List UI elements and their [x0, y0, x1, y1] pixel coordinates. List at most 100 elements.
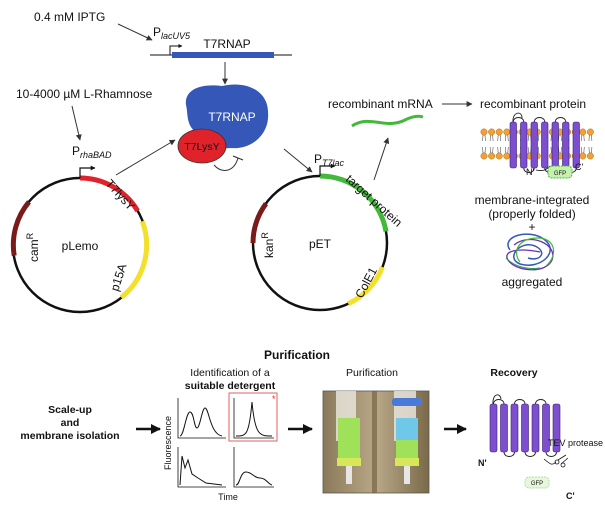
- lipid-tail: [505, 146, 507, 154]
- lipid-tail: [550, 134, 552, 142]
- lipid-tail: [537, 146, 539, 154]
- membrane-c-term: C': [575, 162, 583, 172]
- lipid-tail: [588, 134, 590, 142]
- t7rnap-to-pet-arrow: [283, 148, 313, 173]
- tm-loop: [554, 117, 567, 123]
- tm-helix: [531, 403, 540, 453]
- pet-promoter-arrow: [319, 163, 336, 176]
- tm-helix: [551, 121, 559, 169]
- lipid-head: [586, 128, 594, 136]
- lipid-head: [503, 152, 511, 160]
- column-1-resin: [338, 418, 360, 458]
- lipid-head: [488, 152, 496, 160]
- tm-helix: [510, 403, 519, 453]
- fsec-p2-axes: [233, 398, 274, 439]
- n-term-loop: [512, 112, 523, 123]
- tm-loop: [512, 117, 525, 123]
- fsec-p1-trace: [179, 407, 223, 437]
- step4-label: Recovery: [490, 367, 537, 379]
- recovery-c-term: C': [566, 491, 575, 501]
- pet-kan-gene: [250, 202, 269, 244]
- rhamnose-label: 10-4000 µM L-Rhamnose: [16, 87, 153, 101]
- lipid-tail: [560, 134, 562, 142]
- pet-name: pET: [309, 237, 332, 251]
- tm-loop: [493, 399, 505, 405]
- tm-helix: [572, 121, 580, 169]
- column-2-clamp: [392, 398, 422, 406]
- tm-helix: [521, 403, 529, 453]
- lipid-tail: [484, 134, 486, 142]
- column-1-cap: [337, 458, 361, 466]
- gfp-label: GFP: [554, 171, 566, 177]
- plemo-t7lysy-gene: [79, 175, 140, 213]
- lipid-tail: [588, 146, 590, 154]
- lipid-tail: [550, 146, 552, 154]
- tm-helix: [562, 121, 570, 169]
- t7rnap-gene-bar: [172, 52, 274, 58]
- lipid-tail: [591, 146, 593, 154]
- lipid-tail: [583, 146, 585, 154]
- tm-loop: [535, 399, 547, 405]
- column-1-stopcock: [346, 466, 352, 484]
- fsec-p3-axes: [177, 447, 226, 488]
- lipid-head: [503, 128, 511, 136]
- lipid-tail: [499, 134, 501, 142]
- fsec-star: *: [272, 394, 276, 404]
- promoter-lacuv5-label: PlacUV5: [153, 25, 191, 41]
- recovered-protein: [489, 394, 561, 457]
- inhibition-arc: [213, 157, 239, 171]
- aggregate-scribble: [505, 233, 555, 271]
- plemo-name: pLemo: [62, 239, 99, 253]
- fsec-p3-trace: [179, 455, 223, 486]
- step1-line3: membrane isolation: [20, 430, 119, 442]
- pet-to-mrna-arrow: [373, 137, 390, 181]
- plemo-p15a-label: p15A: [108, 262, 130, 293]
- step2-line1: Identification of a: [190, 367, 270, 379]
- tm-loop: [523, 167, 535, 173]
- plemo-cam-label: camR: [25, 232, 41, 262]
- tm-helix: [552, 403, 561, 453]
- lipid-tail: [497, 146, 499, 154]
- mrna-strand: [351, 114, 424, 128]
- plemo-plasmid: pLemo T7lysY p15A camR: [10, 165, 150, 314]
- tm-loop: [524, 451, 536, 457]
- lipid-tail: [489, 134, 491, 142]
- t7lysy-protein-label: T7LysY: [184, 141, 219, 153]
- fsec-ylabel: Fluorescence: [163, 416, 173, 470]
- plemo-t7lysy-label: T7lysY: [103, 177, 138, 214]
- tm-helix: [500, 403, 508, 453]
- plemo-to-lysy-arrow: [115, 139, 176, 176]
- tm-loop: [533, 117, 546, 123]
- lipid-head: [579, 128, 587, 136]
- step1-line2: and: [61, 417, 80, 429]
- lipid-head: [488, 128, 496, 136]
- iptg-label: 0.4 mM IPTG: [34, 10, 105, 24]
- tm-helix: [509, 121, 517, 169]
- pet-plasmid: pET target protein ColE1 kanR: [250, 163, 405, 312]
- lipid-tail: [482, 134, 484, 142]
- lipid-head: [579, 152, 587, 160]
- tm-loop: [545, 451, 557, 457]
- recombinant-mrna-label: recombinant mRNA: [328, 97, 433, 111]
- membrane-protein: [509, 112, 580, 173]
- stand-rod: [372, 391, 377, 493]
- lipid-tail: [489, 146, 491, 154]
- step2-line2: suitable detergent: [185, 380, 276, 392]
- tm-helix: [489, 403, 498, 453]
- lipid-tail: [581, 146, 583, 154]
- lipid-head: [495, 152, 503, 160]
- column-2-cap: [395, 458, 419, 466]
- cleaved-gfp: [524, 476, 550, 489]
- fsec-p4-trace: [235, 471, 273, 486]
- pet-kan-label: kanR: [260, 232, 276, 258]
- lipid-tail: [505, 134, 507, 142]
- recovery-n-term: N': [478, 458, 487, 468]
- t7lysy-protein-blob: [177, 128, 227, 164]
- n-term-loop: [492, 394, 502, 405]
- tev-label: TEV protease: [548, 438, 603, 448]
- lipid-head: [480, 128, 488, 136]
- fsec-p1-axes: [177, 398, 226, 439]
- pet-target-protein-label: target protein: [343, 172, 405, 230]
- t7rnap-gene-label: T7RNAP: [203, 37, 250, 51]
